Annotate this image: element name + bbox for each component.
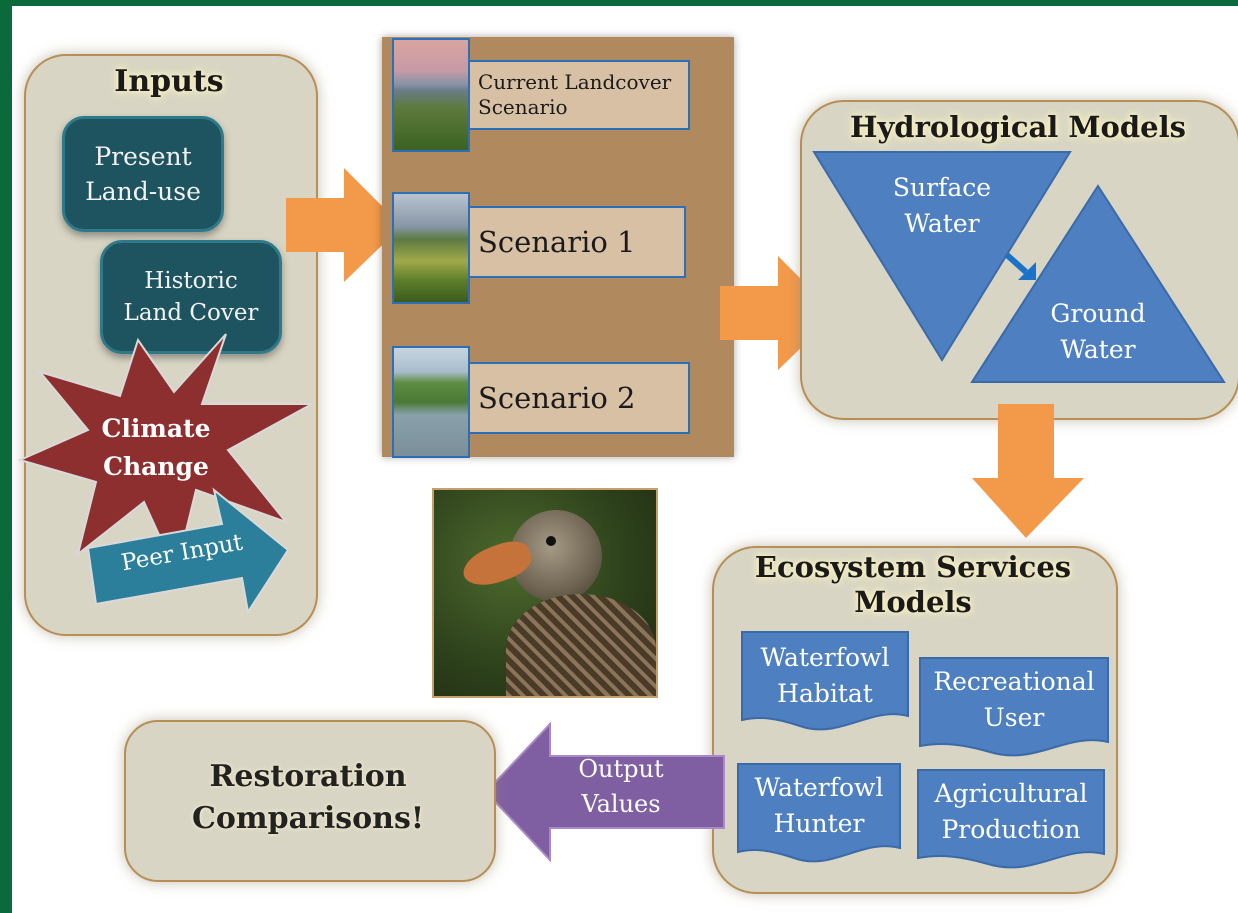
scenario1-label: Scenario 1 — [478, 224, 636, 259]
peer-input-arrow-icon — [86, 487, 290, 615]
scenario2-photo-icon — [392, 346, 470, 458]
orange-down-arrow-icon — [972, 404, 1084, 538]
ecosystem-heading: Ecosystem Services Models — [754, 550, 1072, 619]
waterfowl-hunter-doc-icon — [737, 763, 901, 863]
inputs-heading: Inputs — [114, 64, 224, 99]
recreational-user-doc-icon — [919, 657, 1109, 757]
ground-water-label: Ground Water — [1050, 299, 1146, 365]
agricultural-production-label: Agricultural Production — [934, 779, 1088, 845]
hydro-heading: Hydrological Models — [850, 110, 1186, 144]
waterfowl-habitat-doc-icon — [741, 631, 909, 731]
surface-water-triangle-icon — [812, 151, 1072, 362]
output-values-label: Output Values — [578, 755, 664, 818]
climate-change-burst-icon — [17, 333, 313, 576]
current-landscape-photo-icon — [392, 38, 470, 152]
surface-water-label: Surface Water — [892, 173, 992, 239]
current-scenario-box: Current Landcover Scenario — [468, 60, 690, 130]
duck-photo-icon — [432, 488, 658, 698]
purple-arrow-icon — [484, 722, 725, 862]
recreational-user-label: Recreational User — [933, 667, 1095, 733]
waterfowl-habitat-label: Waterfowl Habitat — [760, 643, 890, 709]
scenario2-box: Scenario 2 — [468, 362, 690, 434]
ground-water-triangle-icon — [970, 184, 1226, 383]
historic-land-cover-box: Historic Land Cover — [100, 240, 282, 354]
scenario1-photo-icon — [392, 192, 470, 304]
climate-change-label: Climate Change — [101, 414, 211, 481]
present-land-use-box: Present Land-use — [62, 116, 224, 232]
scenario1-box: Scenario 1 — [468, 206, 686, 278]
waterfowl-hunter-label: Waterfowl Hunter — [754, 773, 884, 839]
current-scenario-label: Current Landcover Scenario — [478, 70, 672, 119]
blue-small-arrow-icon — [1004, 252, 1036, 280]
agricultural-production-doc-icon — [917, 769, 1105, 869]
frame-top — [0, 0, 1238, 6]
restoration-label: Restoration Comparisons! — [191, 759, 425, 836]
restoration-panel — [124, 720, 496, 882]
historic-land-cover-label: Historic Land Cover — [123, 267, 259, 326]
orange-arrow-icon — [286, 168, 402, 282]
frame-left — [0, 0, 12, 913]
scenario2-label: Scenario 2 — [478, 380, 636, 415]
present-land-use-label: Present Land-use — [85, 142, 201, 206]
